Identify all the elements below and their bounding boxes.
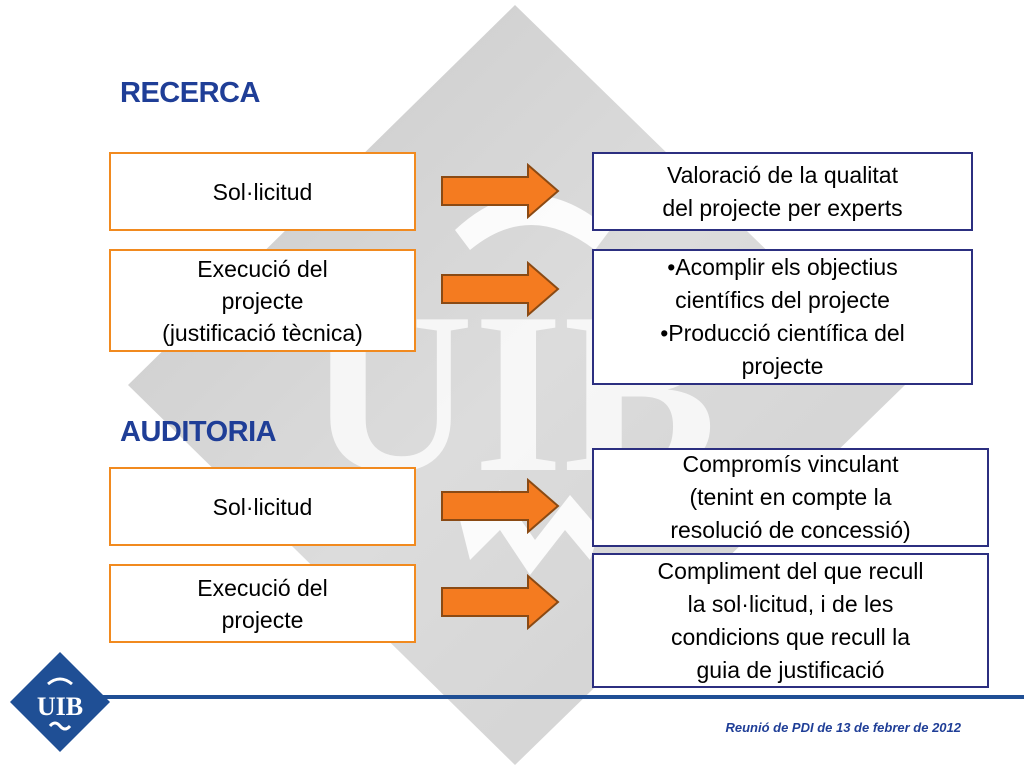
auditoria-compromis-box: Compromís vinculant (tenint en compte la… [592, 448, 989, 547]
recerca-objectius-box: •Acomplir els objectius científics del p… [592, 249, 973, 385]
recerca-solicitud-box: Sol·licitud [109, 152, 416, 231]
box-label: Compromís vinculant (tenint en compte la… [670, 451, 911, 543]
section-title-recerca: RECERCA [120, 77, 260, 109]
box-label: Execució del projecte [197, 574, 328, 633]
box-label: Compliment del que recull la sol·licitud… [657, 557, 924, 683]
auditoria-solicitud-box: Sol·licitud [109, 467, 416, 546]
box-label: Sol·licitud [212, 178, 313, 205]
box-label: Sol·licitud [212, 493, 313, 520]
box-label: Execució del projecte (justificació tècn… [162, 255, 363, 346]
arrow-right-icon [441, 478, 560, 534]
recerca-valoracio-box: Valoració de la qualitat del projecte pe… [592, 152, 973, 231]
box-label: •Acomplir els objectius científics del p… [660, 254, 905, 379]
logo-text: UIB [37, 692, 83, 721]
section-title-auditoria: AUDITORIA [120, 416, 277, 448]
auditoria-compliment-box: Compliment del que recull la sol·licitud… [592, 553, 989, 688]
auditoria-execucio-box: Execució del projecte [109, 564, 416, 643]
arrow-right-icon [441, 574, 560, 630]
footer-divider [100, 695, 1024, 699]
uib-logo: UIB [10, 652, 110, 752]
footer-caption: Reunió de PDI de 13 de febrer de 2012 [725, 720, 961, 735]
arrow-right-icon [441, 163, 560, 219]
box-label: Valoració de la qualitat del projecte pe… [662, 161, 903, 221]
recerca-execucio-box: Execució del projecte (justificació tècn… [109, 249, 416, 352]
arrow-right-icon [441, 261, 560, 317]
